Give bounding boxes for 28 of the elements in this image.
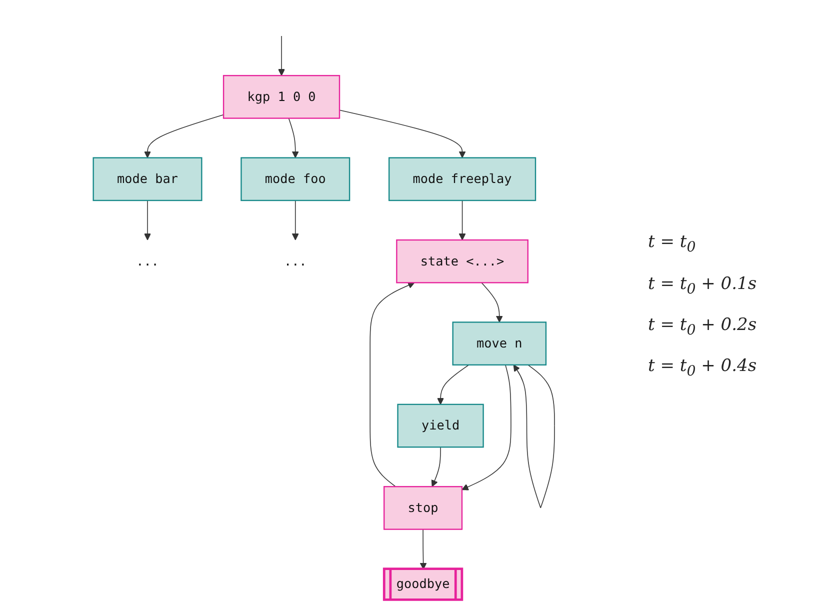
node-box: state <...> xyxy=(396,239,529,284)
node-text: ... xyxy=(284,253,307,268)
node-box: mode bar xyxy=(92,157,202,202)
arrow xyxy=(339,110,466,158)
arrow xyxy=(458,200,466,240)
node-box: mode freeplay xyxy=(388,157,536,202)
arrow xyxy=(481,282,503,323)
node-text: ... xyxy=(136,253,159,268)
arrow xyxy=(420,528,427,570)
node-box: mode foo xyxy=(240,157,350,202)
arrow xyxy=(513,364,555,508)
timing-note: t = t$_{0}$ + 0.2s xyxy=(648,315,758,338)
arrow xyxy=(292,200,299,240)
arrow xyxy=(431,446,441,487)
arrow xyxy=(370,282,415,488)
node-box: stop xyxy=(384,486,463,530)
timing-note: t = t$_{0}$ + 0.4s xyxy=(648,356,758,380)
arrow xyxy=(288,118,299,158)
timing-note: t = t$_{0}$ xyxy=(648,232,697,256)
arrow xyxy=(462,364,512,490)
node-box: move n xyxy=(452,322,547,366)
node-box: yield xyxy=(397,404,484,448)
arrow xyxy=(278,36,286,76)
timing-note: t = t$_{0}$ + 0.1s xyxy=(648,274,758,297)
arrow xyxy=(144,114,224,158)
arrow xyxy=(144,200,152,240)
node-box: kgp 1 0 0 xyxy=(223,74,340,119)
arrow xyxy=(437,364,470,405)
